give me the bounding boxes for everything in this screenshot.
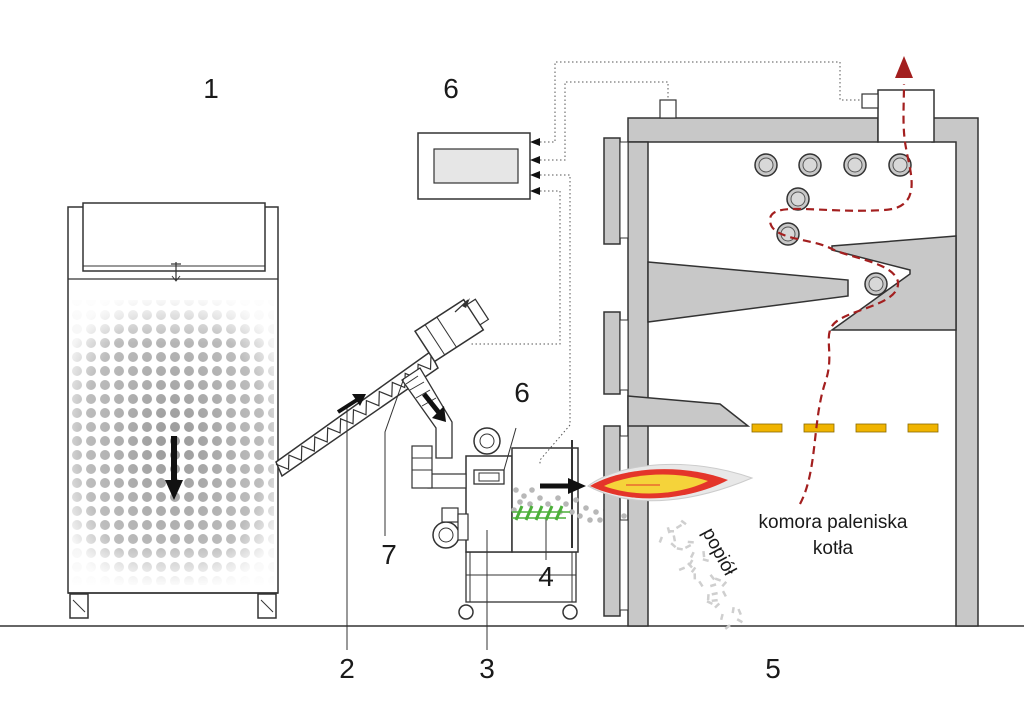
chamber-label-line1: komora paleniska	[759, 512, 908, 533]
flame	[587, 463, 754, 502]
main-controller	[417, 132, 540, 200]
label-3-burner: 3	[479, 653, 495, 684]
trolley-wheel-right	[562, 604, 578, 620]
feeder-screw	[512, 505, 570, 521]
ash-particles	[658, 519, 744, 630]
top-sensor	[659, 99, 677, 119]
trolley-wheel-left	[458, 604, 474, 620]
chamber-label-line2: kotła	[813, 538, 854, 559]
pellet-hopper	[67, 202, 279, 619]
boiler-door-3	[603, 425, 621, 617]
label-5-chamber: 5	[765, 653, 781, 684]
label-7-supply-pipe: 7	[381, 539, 397, 570]
label-1-hopper: 1	[203, 73, 219, 104]
boiler	[603, 89, 979, 627]
pipe-flow-arrow-icon	[422, 392, 442, 416]
heat-exchanger-tubes	[754, 153, 912, 296]
controller-display	[433, 148, 519, 184]
label-6-controller-top: 6	[443, 73, 459, 104]
boiler-door-2	[603, 311, 621, 395]
label-6-controller-burner: 6	[514, 377, 530, 408]
grate-bar-4	[907, 423, 939, 433]
label-4-feeder-screw: 4	[538, 561, 554, 592]
feed-auger	[275, 298, 490, 478]
grate-bar-3	[855, 423, 887, 433]
signal-wires	[470, 61, 862, 465]
flue-exit-arrow-icon	[895, 56, 913, 78]
supply-pipe	[384, 367, 453, 536]
boiler-door-1	[603, 137, 621, 245]
grate-bar-1	[751, 423, 783, 433]
grate-bars	[751, 423, 939, 433]
label-2-auger: 2	[339, 653, 355, 684]
side-motor	[411, 445, 433, 489]
hopper-lid	[82, 202, 266, 272]
baffle-right	[829, 235, 957, 331]
flue-gas-path	[768, 83, 913, 505]
baffle-left	[647, 261, 849, 323]
flue-box	[877, 89, 935, 143]
grate-bar-2	[803, 423, 835, 433]
pellet-burner	[411, 427, 637, 620]
deflector	[627, 395, 751, 427]
